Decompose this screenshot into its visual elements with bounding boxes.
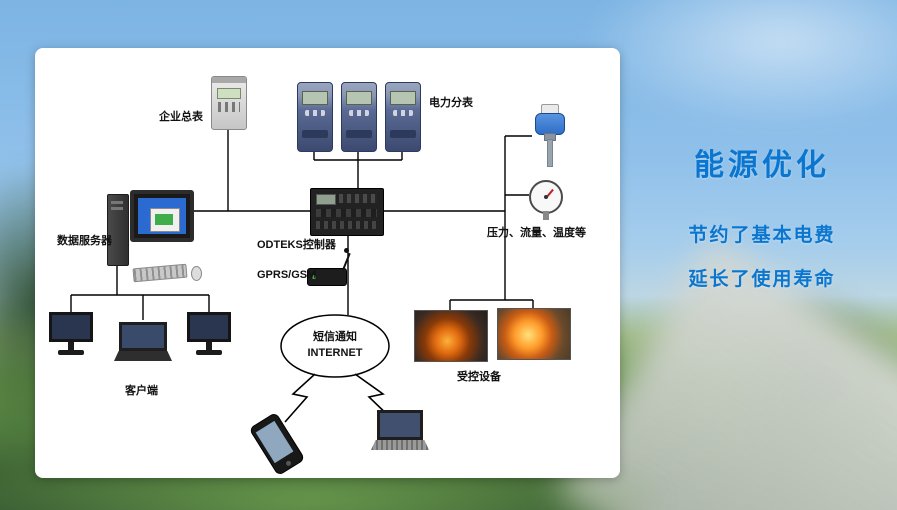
furnace-image-2 — [497, 308, 571, 360]
server-window — [150, 208, 180, 232]
gprs-modem-icon — [307, 248, 351, 286]
laptop-screen — [119, 322, 167, 351]
sensors-label: 压力、流量、温度等 — [487, 227, 586, 239]
submeter-icon-2 — [341, 82, 377, 152]
server-monitor-icon — [130, 190, 194, 242]
client-stand — [206, 342, 212, 350]
meter-band — [212, 77, 246, 83]
submeters-label: 电力分表 — [429, 97, 473, 109]
laptop-base — [114, 351, 172, 361]
submeter-icon-3 — [385, 82, 421, 152]
controlled-devices-label: 受控设备 — [457, 371, 501, 383]
modem-led — [312, 275, 316, 279]
submeter-buttons — [305, 110, 325, 116]
submeter-icon-1 — [297, 82, 333, 152]
modem-antenna-tip — [344, 248, 349, 253]
enterprise-meter-icon — [211, 76, 247, 130]
controller-label: ODTEKS控制器 — [257, 239, 336, 251]
gauge-icon — [529, 180, 563, 220]
submeter-foot — [302, 130, 328, 138]
meter-lcd — [217, 88, 241, 99]
client-stand — [68, 342, 74, 350]
tree-right-blur — [715, 285, 897, 495]
gauge-hub — [544, 195, 548, 199]
connection-wires — [70, 128, 534, 423]
gauge-stem — [543, 211, 549, 220]
enterprise-meter-label: 企业总表 — [159, 111, 203, 123]
transmitter-head — [535, 113, 565, 135]
submeter-foot — [390, 130, 416, 138]
client-monitor-icon-2 — [187, 312, 231, 358]
submeter-lcd — [346, 91, 372, 105]
server-chart — [155, 214, 173, 225]
controller-icon — [310, 188, 384, 236]
internet-label-line1: 短信通知 — [313, 331, 357, 343]
internet-label: 短信通知 INTERNET — [281, 330, 389, 362]
headline-block: 能源优化 节约了基本电费 延长了使用寿命 — [648, 140, 876, 291]
mobile-laptop-icon — [371, 410, 429, 452]
submeter-buttons — [349, 110, 369, 116]
lightning-bolt-right — [354, 373, 396, 423]
phone-button — [285, 459, 292, 467]
tower-slot — [111, 201, 123, 204]
headline-line1: 节约了基本电费 — [688, 225, 836, 246]
client-base — [58, 350, 84, 355]
internet-label-line2: INTERNET — [307, 346, 363, 359]
furnace-image-1 — [414, 310, 488, 362]
submeter-buttons — [393, 110, 413, 116]
submeter-lcd — [302, 91, 328, 105]
client-screen — [187, 312, 231, 342]
submeter-foot — [346, 130, 372, 138]
mobile-laptop-screen — [377, 410, 423, 440]
data-server-label: 数据服务器 — [57, 235, 112, 247]
client-monitor-icon-1 — [49, 312, 93, 358]
transmitter-probe — [547, 139, 553, 167]
client-base — [196, 350, 222, 355]
controller-slots — [339, 194, 377, 203]
headline-line2: 延长了使用寿命 — [688, 269, 836, 290]
diagram-panel: 企业总表 电力分表 压力、流量、温度等 — [35, 48, 620, 478]
controller-slots — [316, 209, 377, 217]
mobile-laptop-base — [371, 440, 429, 450]
meter-terminals — [218, 102, 240, 112]
controller-screen — [316, 194, 336, 205]
headline-title: 能源优化 — [694, 149, 830, 182]
internet-ellipse — [280, 314, 390, 378]
client-laptop-icon — [114, 322, 172, 362]
server-mouse-icon — [191, 266, 202, 281]
server-tower-icon — [107, 194, 129, 266]
pressure-transmitter-icon — [529, 104, 569, 167]
server-screen — [138, 198, 186, 234]
cloud-blur — [580, 0, 897, 130]
controller-slots — [316, 221, 377, 229]
tower-slot — [111, 207, 123, 210]
client-screen — [49, 312, 93, 342]
clients-label: 客户端 — [125, 385, 158, 397]
submeter-lcd — [390, 91, 416, 105]
gprs-label: GPRS/GSM — [257, 269, 317, 281]
lightning-bolt-left — [284, 373, 316, 423]
